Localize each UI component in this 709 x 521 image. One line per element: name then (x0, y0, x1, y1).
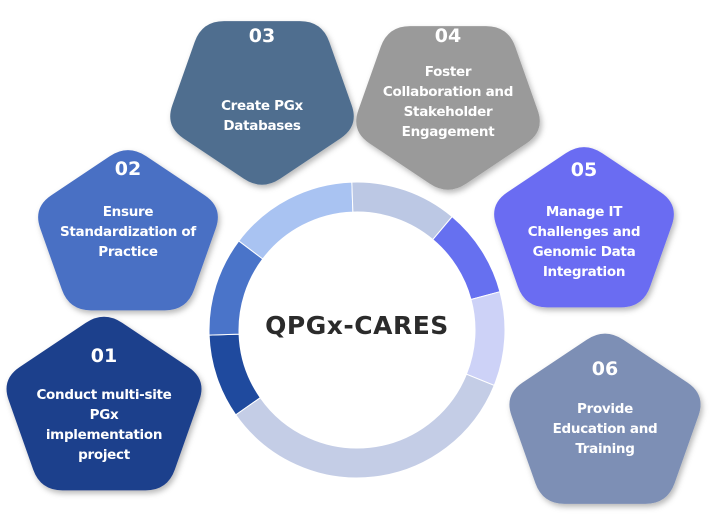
ring-segment (208, 240, 264, 336)
step-label-line: Foster (425, 64, 472, 80)
step-label-line: Genomic Data (533, 244, 636, 260)
step-label-line: Integration (543, 264, 625, 280)
step-label-line: Provide (577, 401, 633, 417)
step-pentagon-shape (494, 147, 674, 308)
step-label-line: Create PGx (221, 98, 303, 114)
step-label-line: Engagement (402, 124, 496, 140)
step-pentagon-shape (356, 26, 540, 190)
step-label-line: Collaboration and (383, 84, 513, 100)
step-number: 06 (592, 358, 618, 380)
step-number: 04 (435, 25, 461, 47)
step-label-line: Education and (553, 421, 658, 437)
ring-segment (351, 181, 453, 241)
step-label-line: Challenges and (528, 224, 640, 240)
step-pentagon-shape (509, 333, 701, 504)
step-label-line: Databases (223, 118, 300, 134)
ring-segment (238, 181, 354, 260)
step-label-line: Manage IT (546, 204, 623, 220)
step-pentagon-shape (38, 150, 218, 311)
ring-segment (465, 291, 506, 387)
step-label-line: Ensure (103, 204, 154, 220)
step-number: 01 (91, 345, 117, 367)
step-pentagon-shape (6, 316, 202, 491)
ring-segment (235, 373, 495, 479)
step-label-line: Standardization of (60, 224, 196, 240)
step-pentagon-shape (170, 21, 354, 185)
step-label-line: Training (575, 441, 634, 457)
step-label-line: Practice (98, 244, 158, 260)
step-number: 03 (249, 25, 275, 47)
step-label-line: implementation (46, 427, 162, 443)
step-number: 02 (115, 158, 141, 180)
step-label-line: PGx (90, 407, 119, 423)
step-label-line: Stakeholder (404, 104, 493, 120)
ring-segment (432, 215, 501, 301)
step-label-line: project (78, 447, 131, 463)
center-title: QPGx-CARES (265, 311, 449, 340)
center-ring (208, 181, 506, 479)
step-label-line: Conduct multi-site (36, 387, 171, 403)
step-number: 05 (571, 159, 597, 181)
